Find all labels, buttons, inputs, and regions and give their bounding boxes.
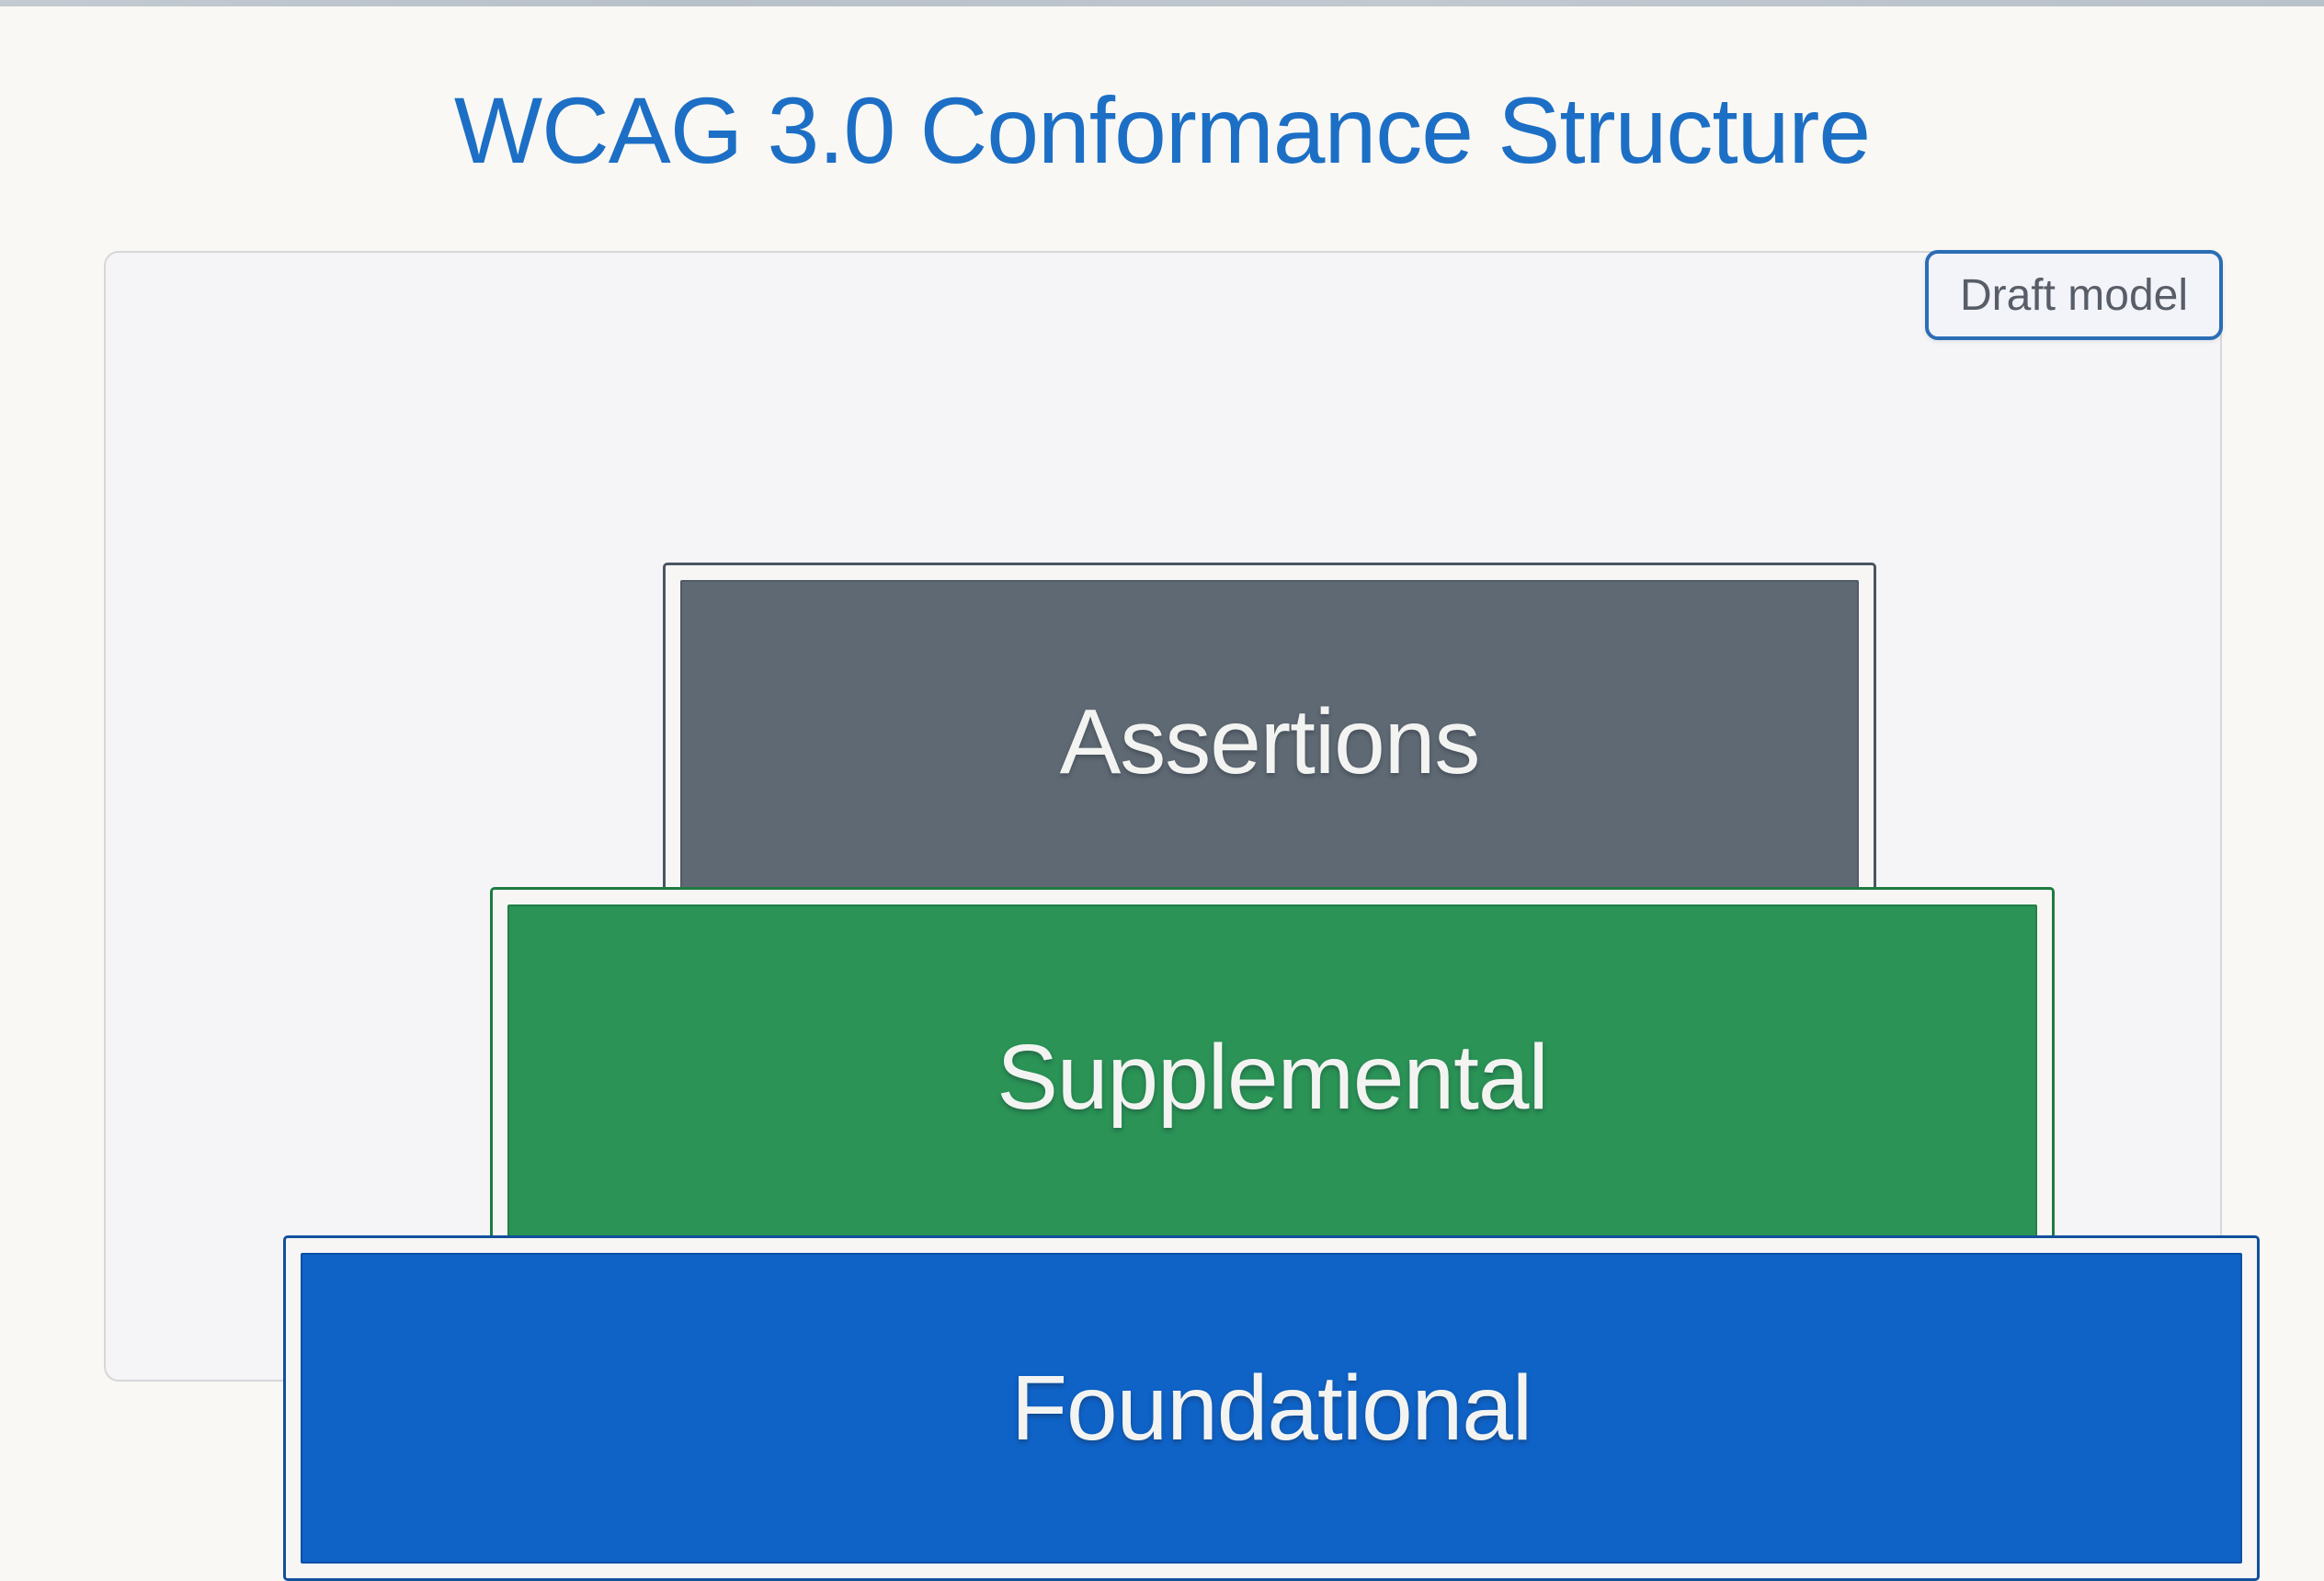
layer-assertions-label: Assertions bbox=[1059, 689, 1481, 793]
layer-supplemental-label: Supplemental bbox=[997, 1026, 1549, 1129]
layer-foundational-fill: Foundational bbox=[301, 1253, 2242, 1564]
top-edge-strip bbox=[0, 0, 2324, 6]
conformance-diagram-container: Assertions Supplemental Foundational bbox=[104, 251, 2260, 1581]
layer-assertions: Assertions bbox=[663, 563, 1876, 921]
page-title: WCAG 3.0 Conformance Structure bbox=[453, 78, 1871, 183]
layer-foundational: Foundational bbox=[283, 1235, 2260, 1581]
layer-supplemental: Supplemental bbox=[490, 887, 2055, 1268]
layer-supplemental-fill: Supplemental bbox=[507, 904, 2037, 1251]
layer-foundational-label: Foundational bbox=[1010, 1356, 1532, 1460]
layer-assertions-fill: Assertions bbox=[680, 580, 1859, 904]
draft-model-badge: Draft model bbox=[1925, 250, 2223, 340]
